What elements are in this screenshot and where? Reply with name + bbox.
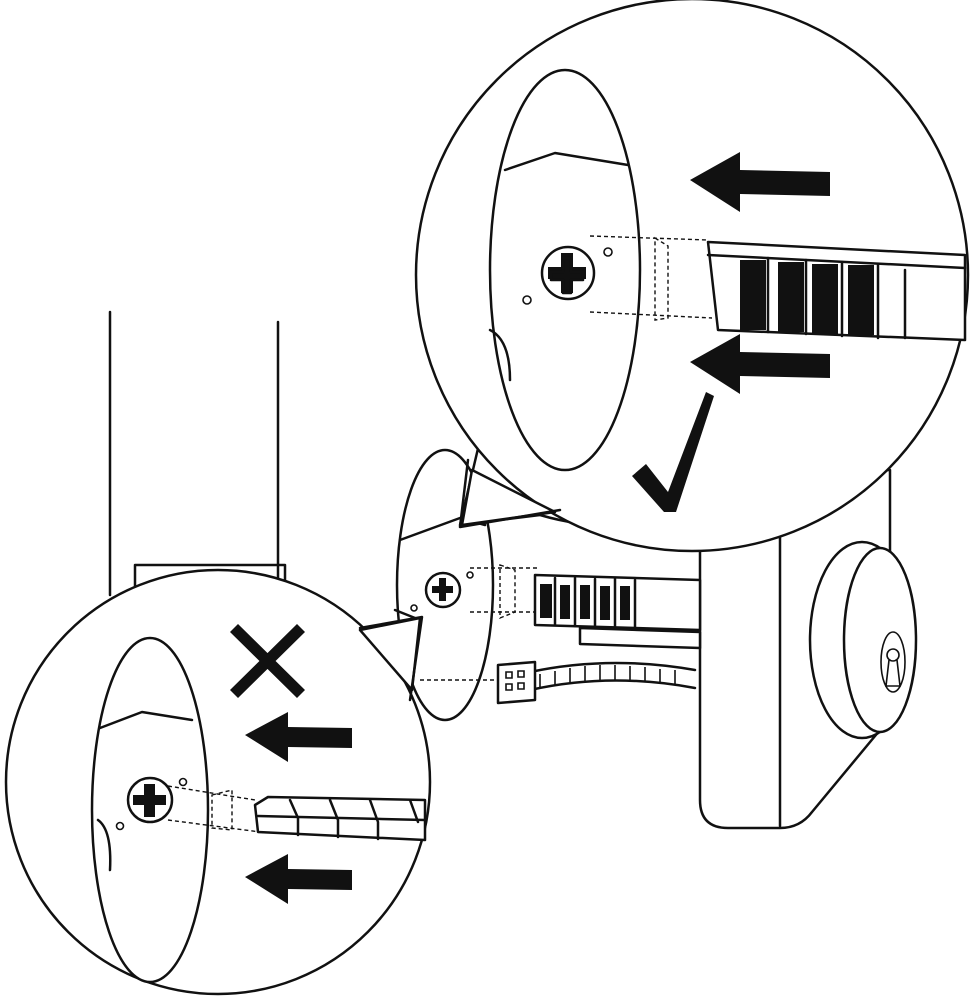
zoom-callout-incorrect <box>4 568 432 996</box>
arrow-left-icon <box>245 854 352 904</box>
keyhole-ring <box>880 631 906 693</box>
arrow-left-icon <box>690 334 830 394</box>
cross-icon <box>230 624 305 698</box>
phillips-icon-small <box>432 578 453 601</box>
arrow-left-icon <box>690 152 830 212</box>
phillips-icon-incorrect <box>133 784 166 817</box>
key-cylinder-face <box>842 546 918 734</box>
phillips-icon-large <box>548 253 586 293</box>
door-frame <box>108 310 287 597</box>
zoom-callout-correct <box>414 0 970 553</box>
checkmark-icon <box>632 392 714 512</box>
arrow-left-icon <box>245 712 352 762</box>
connector-assembly <box>420 564 702 705</box>
plug <box>496 660 537 705</box>
lock-body <box>698 468 918 830</box>
